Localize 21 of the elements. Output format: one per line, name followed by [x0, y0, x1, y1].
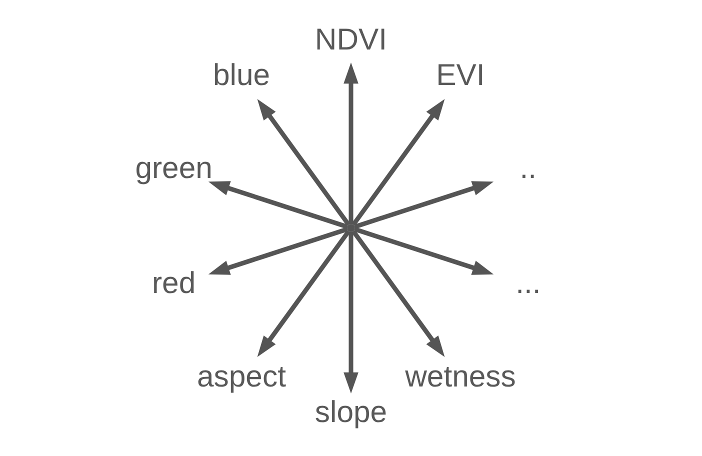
node-text: aspect [197, 360, 286, 394]
arrow [354, 181, 494, 229]
node-text: green [135, 152, 212, 185]
arrow [344, 232, 358, 394]
node-text: EVI [436, 58, 485, 92]
arrow [208, 227, 348, 275]
node-text: red [152, 267, 196, 300]
node-text: wetness [405, 360, 516, 394]
node-text: ... [516, 267, 541, 300]
arrow [344, 62, 358, 224]
node-text: NDVI [314, 23, 388, 56]
node-text: .. [520, 152, 537, 185]
arrow [257, 230, 351, 357]
arrow [257, 99, 351, 226]
node-text: slope [314, 396, 388, 429]
arrow [351, 230, 445, 357]
node-text: blue [212, 58, 270, 92]
arrow [208, 181, 348, 229]
arrow [351, 99, 445, 226]
node-point [346, 224, 356, 232]
arrow [354, 227, 494, 275]
